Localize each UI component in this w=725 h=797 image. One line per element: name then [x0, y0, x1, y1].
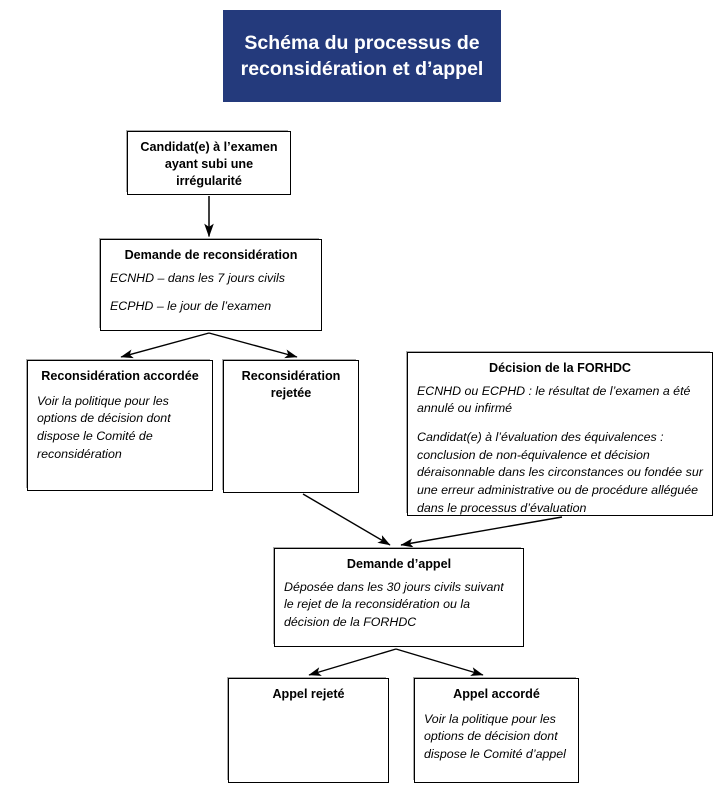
node-appel-accorde: Appel accordé Voir la politique pour les…: [414, 678, 579, 783]
node-decision-forhdc-title: Décision de la FORHDC: [488, 361, 632, 375]
node-appel-accorde-body-1: Voir la politique pour les options de dé…: [424, 711, 566, 762]
connector-decision-forhdc-to-demande-appel: [400, 516, 563, 548]
node-demande-reconsideration-body-1: ECNHD – dans les 7 jours civils: [110, 270, 285, 285]
node-appel-rejete: Appel rejeté: [228, 678, 389, 783]
node-demande-appel: Demande d’appel Déposée dans les 30 jour…: [274, 548, 524, 647]
connector-reconsideration-rejetee-to-demande-appel: [302, 493, 391, 546]
node-demande-reconsideration-title: Demande de reconsidération: [124, 248, 298, 262]
node-demande-reconsideration-body-2: ECPHD – le jour de l’examen: [110, 299, 272, 314]
node-candidate-title: Candidat(e) à l’examen ayant subi une ir…: [140, 140, 278, 188]
connector-demande-reconsideration-to-reconsideration-rejetee: [208, 332, 298, 359]
node-decision-forhdc: Décision de la FORHDC ECNHD ou ECPHD : l…: [407, 352, 713, 516]
node-reconsideration-rejetee-title: Reconsidération rejetée: [241, 369, 341, 400]
node-demande-appel-title: Demande d’appel: [346, 557, 452, 571]
node-reconsideration-rejetee: Reconsidération rejetée: [223, 360, 359, 493]
node-demande-reconsideration: Demande de reconsidération ECNHD – dans …: [100, 239, 322, 331]
node-demande-appel-body-1: Déposée dans les 30 jours civils suivant…: [284, 579, 504, 630]
page-title-line-2: reconsidération et d’appel: [240, 58, 484, 80]
node-decision-forhdc-body-2: Candidat(e) à l’évaluation des équivalen…: [417, 430, 703, 515]
node-decision-forhdc-body-1: ECNHD ou ECPHD : le résultat de l’examen…: [417, 383, 691, 416]
connector-demande-appel-to-appel-accorde: [395, 648, 484, 676]
node-candidate: Candidat(e) à l’examen ayant subi une ir…: [127, 131, 291, 195]
page-title: Schéma du processus de reconsidération e…: [223, 10, 501, 102]
page-title-line-1: Schéma du processus de: [244, 31, 480, 54]
node-appel-accorde-title: Appel accordé: [453, 687, 540, 701]
node-appel-rejete-title: Appel rejeté: [272, 687, 345, 701]
node-reconsideration-accordee-title: Reconsidération accordée: [41, 369, 199, 383]
node-reconsideration-accordee-body-1: Voir la politique pour les options de dé…: [37, 393, 171, 461]
connector-demande-appel-to-appel-rejete: [308, 648, 397, 676]
node-reconsideration-accordee: Reconsidération accordée Voir la politiq…: [27, 360, 213, 491]
connector-demande-reconsideration-to-reconsideration-accordee: [120, 332, 210, 359]
